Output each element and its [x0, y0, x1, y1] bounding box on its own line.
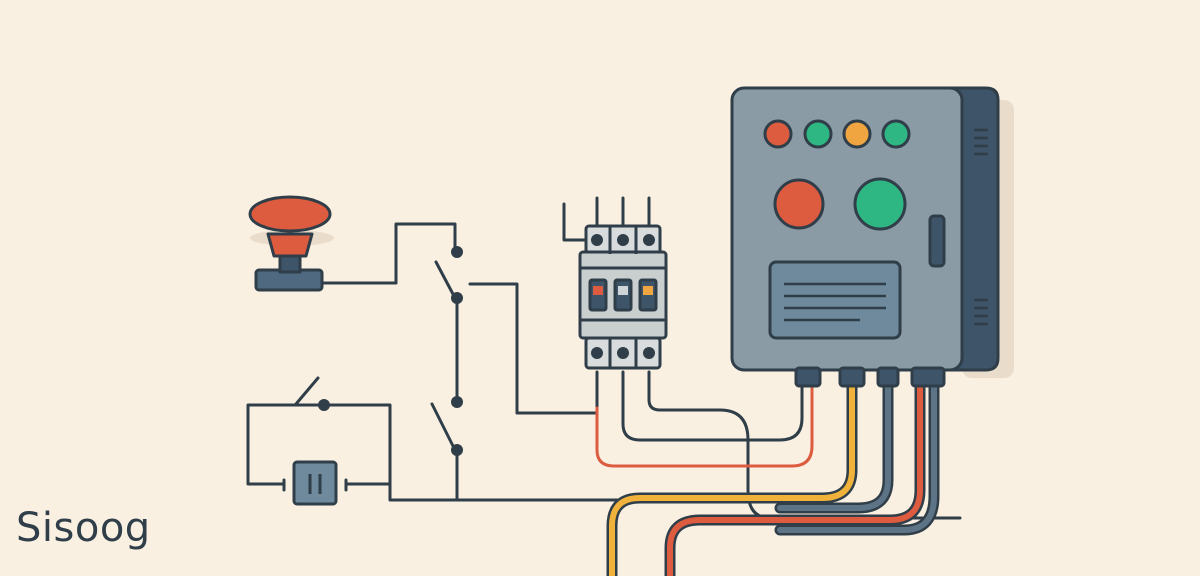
indicator-lamp-red — [763, 119, 793, 149]
side-vent-upper — [974, 128, 988, 156]
cable-dark-1 — [777, 381, 891, 511]
cable-dark-1-outline — [774, 378, 894, 514]
switch-loop-icon — [294, 376, 330, 411]
label-plate — [768, 260, 902, 340]
cable-red — [667, 381, 923, 576]
cable-gland-1 — [794, 366, 822, 388]
wire-button-to-switch — [320, 222, 457, 285]
door-handle-icon — [928, 214, 946, 268]
cable-gland-3 — [876, 366, 900, 388]
push-button-icon — [248, 195, 334, 292]
wire-breaker-right — [647, 370, 962, 520]
wire-bus-bottom — [455, 450, 652, 502]
panel-cables — [606, 378, 940, 576]
wire-red-thin — [595, 386, 814, 468]
circuit-breaker-icon — [578, 224, 668, 370]
side-vent-lower — [974, 298, 988, 326]
wire-breaker-mid — [621, 370, 804, 442]
brand-logo: Sisoog — [16, 505, 151, 551]
switch-lower-icon — [430, 396, 463, 456]
contactor-coil-icon — [282, 460, 348, 506]
cable-yellow — [609, 381, 855, 576]
wire-loop-right — [328, 403, 392, 486]
wire-loop-left — [246, 403, 324, 486]
control-wires — [246, 196, 962, 520]
label-plate-lines — [784, 282, 886, 322]
wire-switch-to-breaker — [468, 282, 599, 415]
control-panel-cabinet — [730, 86, 1014, 388]
cable-dark-2 — [777, 381, 937, 533]
indicator-lamp-green-1 — [803, 119, 833, 149]
cable-gland-4 — [910, 366, 946, 388]
start-button-icon — [853, 177, 907, 231]
indicator-lamp-orange — [842, 119, 872, 149]
switch-upper-icon — [434, 246, 463, 304]
indicator-lamp-green-2 — [881, 119, 911, 149]
wire-loop-bottom — [388, 482, 459, 502]
wire-feed-left — [562, 202, 586, 242]
cable-gland-2 — [838, 366, 866, 388]
stop-button-icon — [773, 178, 825, 230]
